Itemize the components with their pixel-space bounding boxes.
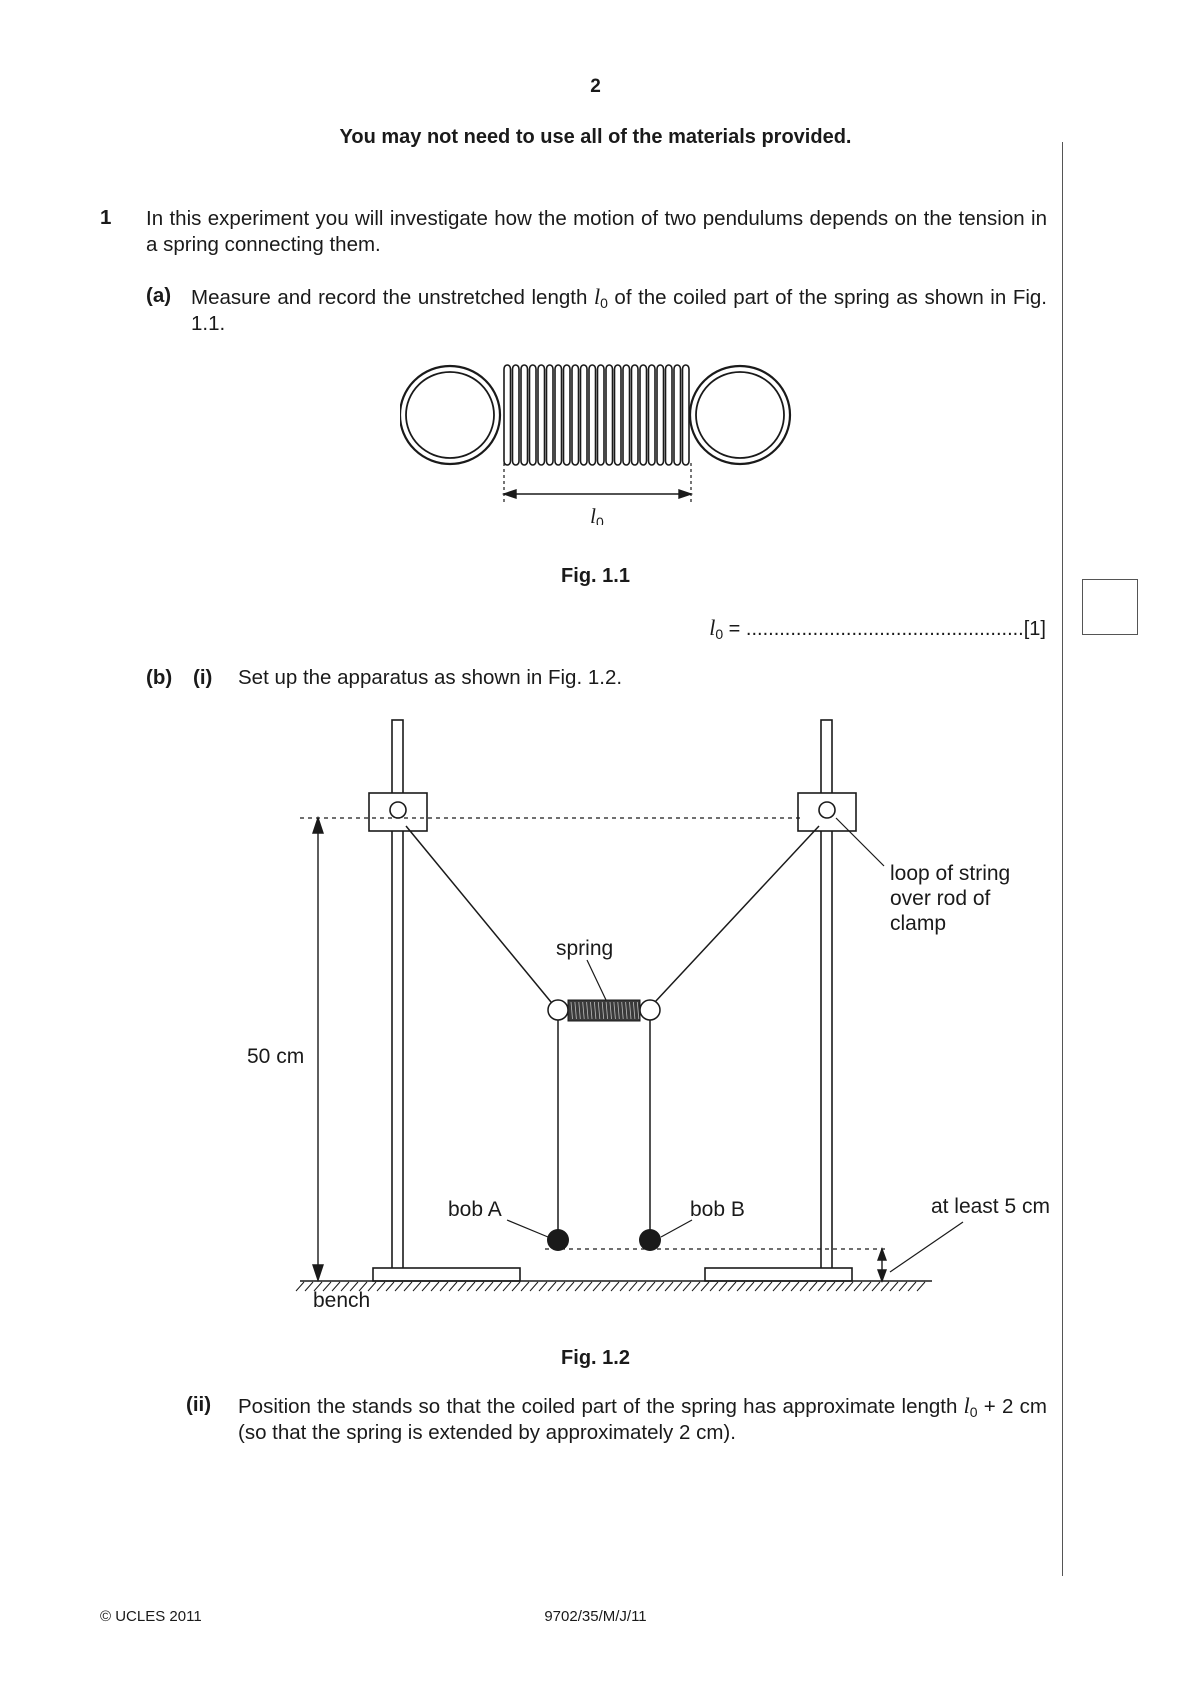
part-a-label: (a) [146, 284, 172, 307]
part-b-ii-text: Position the stands so that the coiled p… [238, 1393, 1047, 1446]
part-b-ii-subscript: 0 [969, 1404, 978, 1420]
question-intro: In this experiment you will investigate … [146, 207, 1047, 256]
part-a-text: Measure and record the unstretched lengt… [191, 284, 1047, 337]
part-b-ii-text-1: Position the stands so that the coiled p… [238, 1395, 964, 1418]
question-number: 1 [100, 206, 112, 229]
footer-paper-code: 9702/35/M/J/11 [544, 1608, 647, 1625]
spring-coils [503, 364, 690, 466]
label-at-least-5cm: at least 5 cm [931, 1195, 1050, 1218]
figure-1-2-caption: Fig. 1.2 [561, 1347, 630, 1369]
page-number: 2 [590, 76, 601, 97]
length-subscript: 0 [600, 295, 608, 311]
label-loop-line1: loop of string [890, 862, 1010, 885]
dimension-arrow [501, 489, 694, 499]
label-spring: spring [556, 937, 613, 960]
figure-1-2-apparatus: loop of string over rod of clamp spring … [247, 719, 1050, 1312]
materials-instruction: You may not need to use all of the mater… [339, 126, 852, 148]
answer-line-l0: l0 = ...................................… [709, 615, 1046, 641]
footer-copyright: © UCLES 2011 [100, 1608, 202, 1625]
part-b-ii-label: (ii) [186, 1393, 212, 1416]
dimension-label: l0 [590, 504, 604, 525]
pendulum-strings [405, 825, 820, 1238]
label-loop-line3: clamp [890, 912, 946, 935]
answer-symbol: l [709, 615, 716, 640]
figure-1-1-caption: Fig. 1.1 [561, 565, 630, 587]
spring-left-loop [400, 364, 502, 466]
label-loop-line2: over rod of [890, 887, 991, 910]
part-a-text-after: of the coiled part of the spring as show… [191, 286, 1048, 335]
answer-equals: = [723, 618, 746, 640]
part-b-label: (b) [146, 666, 173, 689]
label-bob-b: bob B [690, 1198, 745, 1221]
part-a-text-before: Measure and record the unstretched lengt… [191, 286, 594, 309]
reference-dashed-lines [300, 817, 888, 1250]
spring-right-loop [688, 364, 792, 466]
small-spring [547, 999, 661, 1022]
label-50cm: 50 cm [247, 1045, 304, 1068]
bob-a [547, 1229, 569, 1251]
label-bob-a: bob A [448, 1198, 502, 1221]
length-symbol: l [593, 284, 601, 309]
margin-rule [1062, 142, 1063, 1576]
answer-subscript: 0 [715, 626, 724, 642]
leader-lines [506, 817, 964, 1273]
label-bench: bench [313, 1289, 370, 1312]
part-b-i-text: Set up the apparatus as shown in Fig. 1.… [238, 666, 623, 689]
bob-b [639, 1229, 661, 1251]
dimension-extension-lines [503, 463, 692, 503]
left-stand [368, 719, 521, 1282]
answer-dots: ........................................… [745, 618, 1024, 640]
height-arrow [312, 815, 324, 1283]
part-b-ii-text-2: + 2 cm (so that the spring is extended b… [238, 1395, 1047, 1444]
right-stand [704, 719, 857, 1282]
clearance-arrow [877, 1246, 887, 1284]
figure-1-1-spring: l0 [400, 364, 792, 525]
answer-marks: [1] [1023, 618, 1046, 640]
bench [295, 1280, 932, 1292]
part-b-ii-symbol: l [963, 1393, 970, 1418]
examiner-mark-box [1082, 579, 1138, 635]
part-b-i-label: (i) [193, 666, 213, 689]
